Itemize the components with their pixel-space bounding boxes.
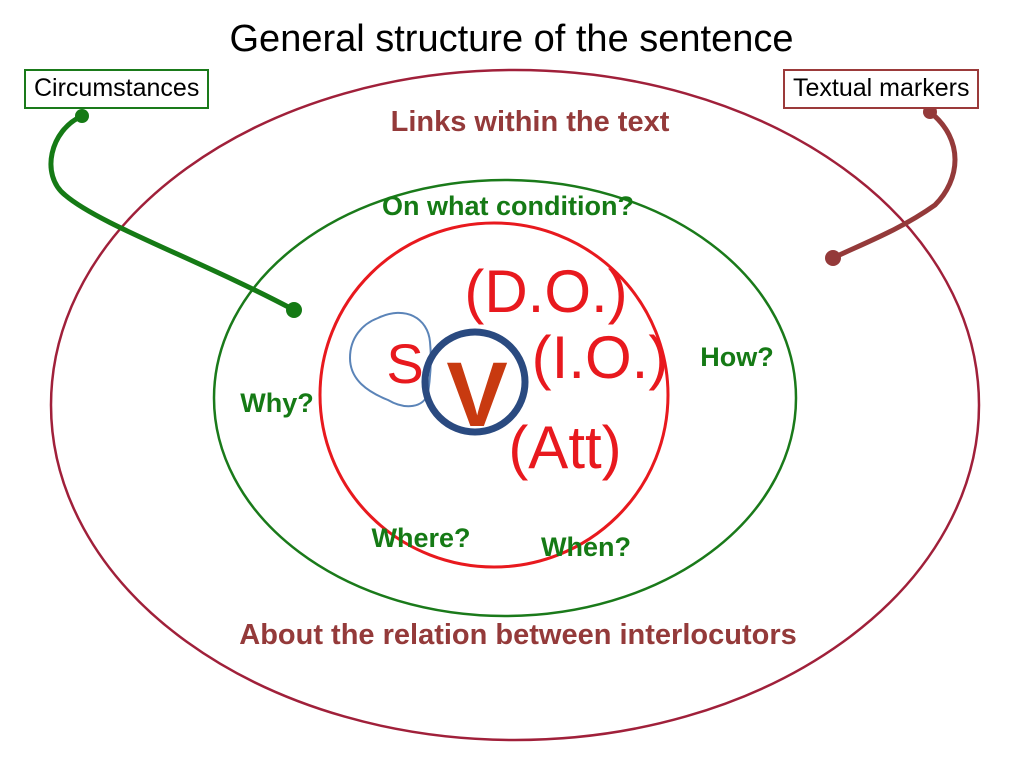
outer-top-label: Links within the text: [391, 106, 670, 138]
page-title: General structure of the sentence: [229, 18, 794, 60]
textual-markers-connector: [830, 109, 958, 261]
circumstances-connector-start: [75, 109, 89, 123]
textual-markers-connector-end: [825, 250, 841, 266]
how-label: How?: [700, 342, 774, 372]
condition-label: On what condition?: [382, 191, 634, 221]
middle-ellipse: [212, 178, 798, 618]
outer-bottom-label: About the relation between interlocutors: [239, 619, 797, 651]
subject-blob: [348, 312, 432, 408]
when-label: When?: [541, 532, 631, 562]
why-label: Why?: [240, 388, 314, 418]
inner-ellipse: [318, 221, 670, 569]
textual-markers-box: Textual markers: [783, 69, 980, 109]
indirect-object-label: (I.O.): [532, 324, 669, 391]
subject-label: S: [386, 332, 423, 395]
circumstances-connector-end: [286, 302, 302, 318]
verb-circle: [421, 328, 529, 436]
direct-object-label: (D.O.): [464, 258, 627, 325]
attribute-label: (Att): [508, 414, 621, 481]
verb-label: V: [446, 344, 507, 446]
circumstances-connector: [48, 113, 297, 313]
outer-ellipse: [49, 68, 981, 742]
circumstances-box: Circumstances: [24, 69, 210, 109]
where-label: Where?: [371, 523, 470, 553]
